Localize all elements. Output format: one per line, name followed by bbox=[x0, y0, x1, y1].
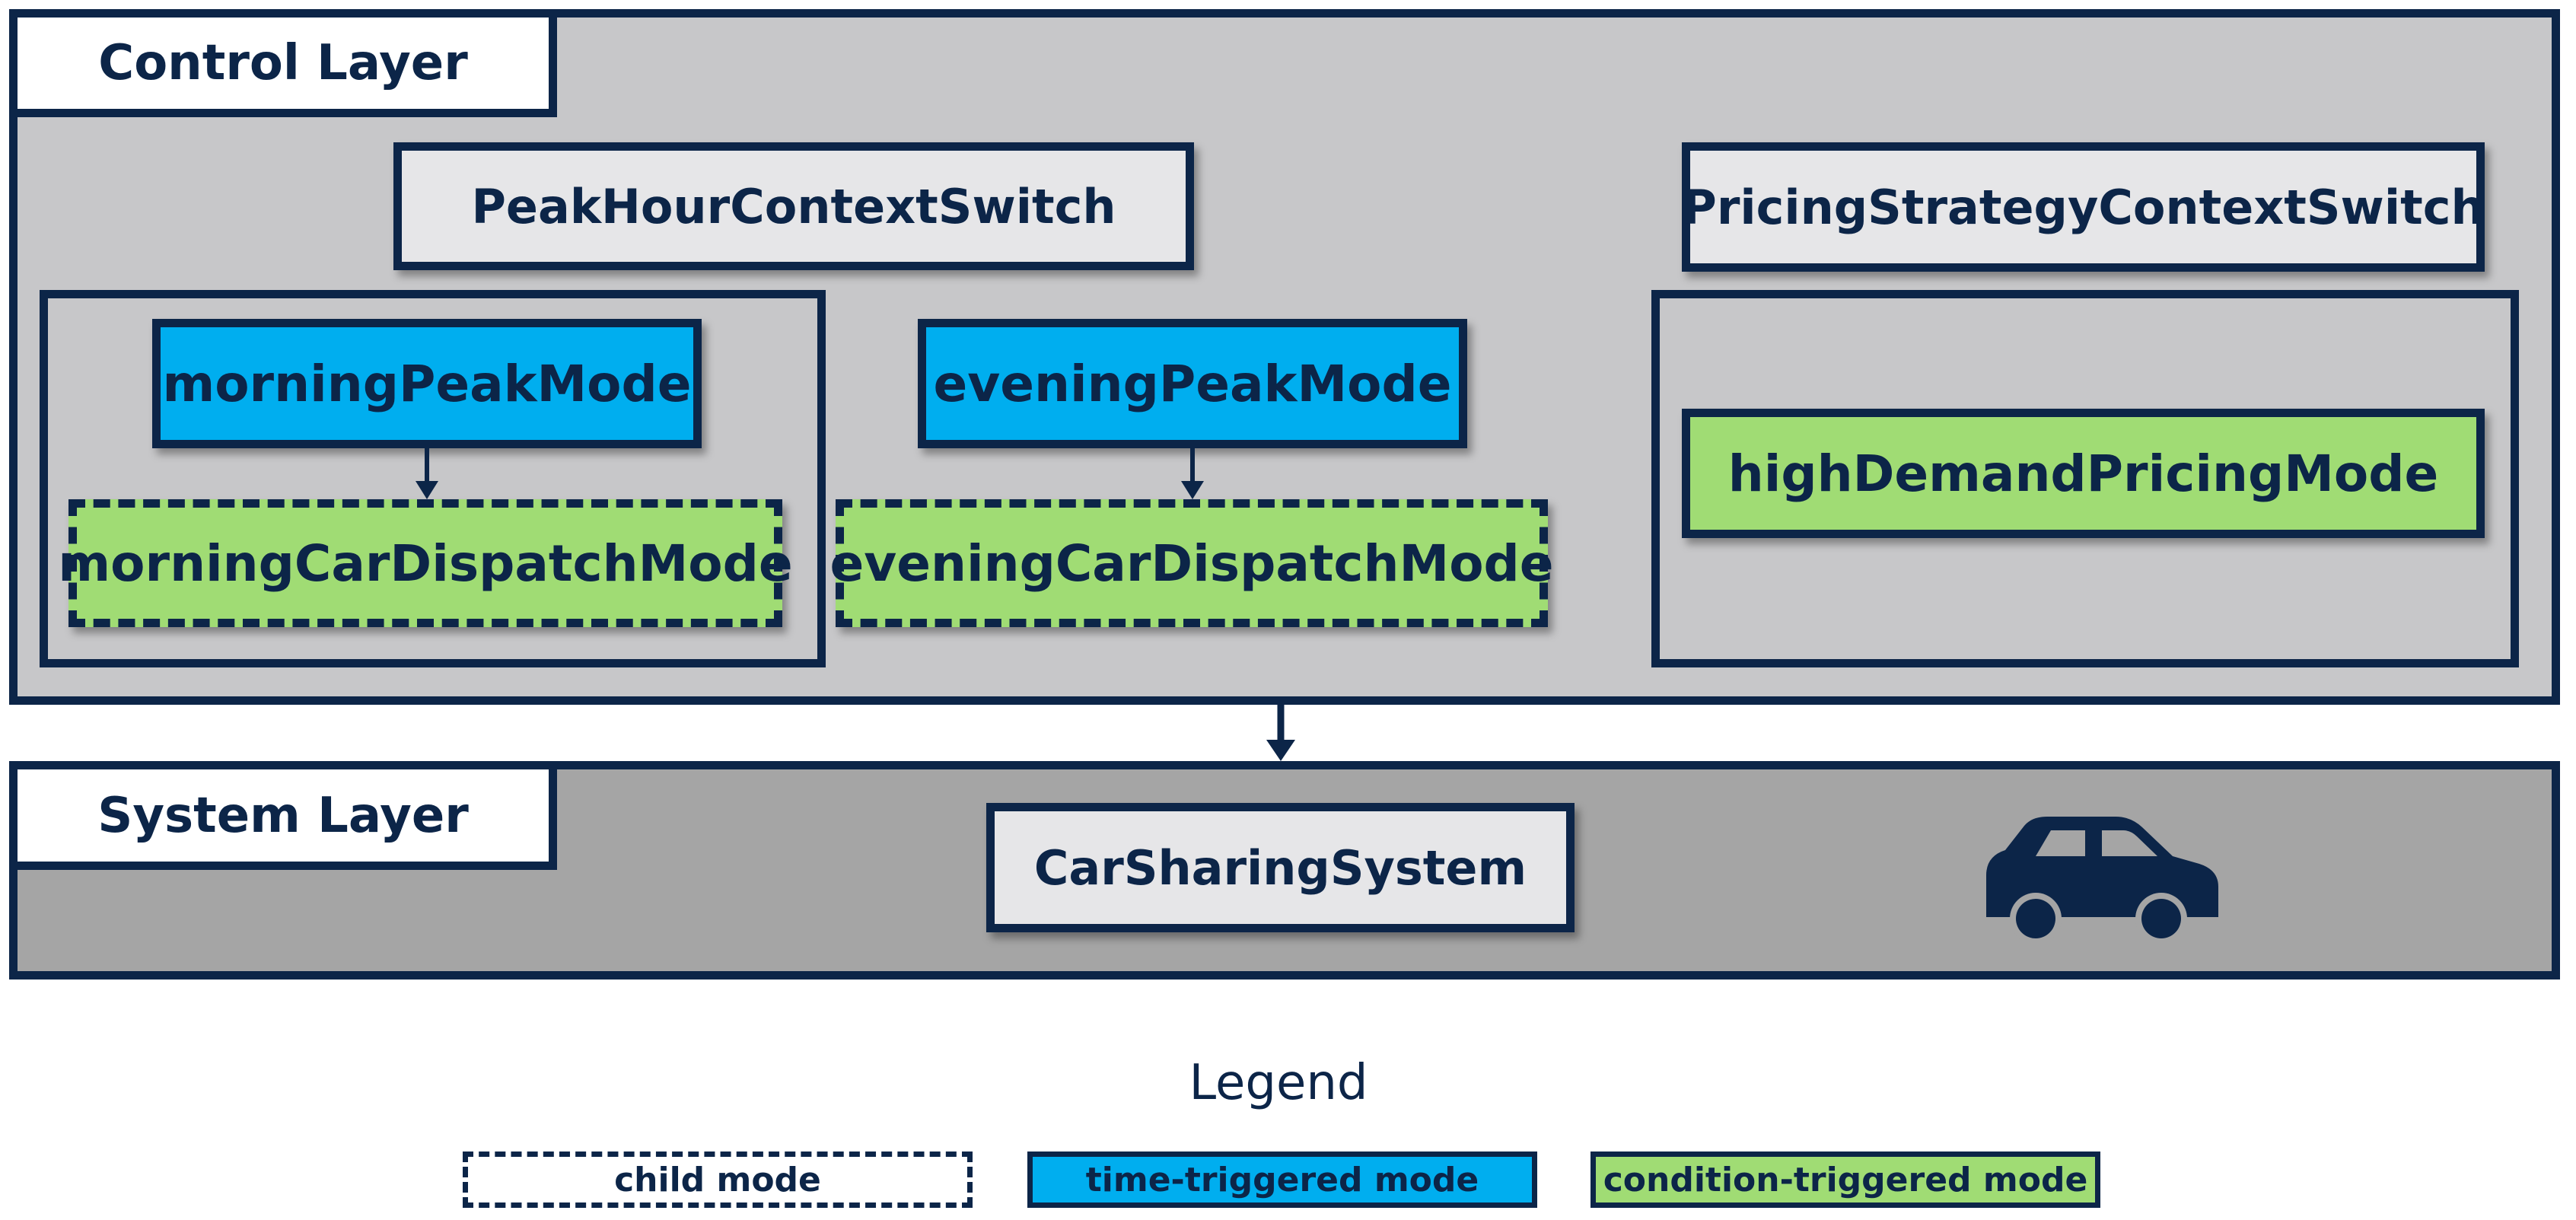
legend-time-triggered-mode: time-triggered mode bbox=[1027, 1152, 1537, 1208]
morning-car-dispatch-mode: morningCarDispatchMode bbox=[58, 499, 793, 627]
system-layer-label: System Layer bbox=[9, 761, 557, 870]
peak-hour-group bbox=[40, 290, 826, 667]
peak-hour-context-switch: PeakHourContextSwitch bbox=[393, 142, 1194, 270]
car-icon bbox=[1986, 817, 2218, 940]
pricing-strategy-context-switch: PricingStrategyContextSwitch bbox=[1682, 142, 2485, 272]
pricing-strategy-group bbox=[1651, 290, 2519, 667]
evening-peak-mode: eveningPeakMode bbox=[918, 319, 1467, 448]
control-layer-label: Control Layer bbox=[9, 9, 557, 117]
car-sharing-system: CarSharingSystem bbox=[986, 803, 1575, 932]
legend-child-mode: child mode bbox=[463, 1152, 973, 1208]
legend-condition-triggered-mode: condition-triggered mode bbox=[1590, 1152, 2100, 1208]
morning-peak-mode: morningPeakMode bbox=[152, 319, 702, 448]
legend-title: Legend bbox=[1189, 1055, 1368, 1111]
evening-car-dispatch-mode: eveningCarDispatchMode bbox=[829, 499, 1554, 627]
high-demand-pricing-mode: highDemandPricingMode bbox=[1682, 409, 2485, 538]
